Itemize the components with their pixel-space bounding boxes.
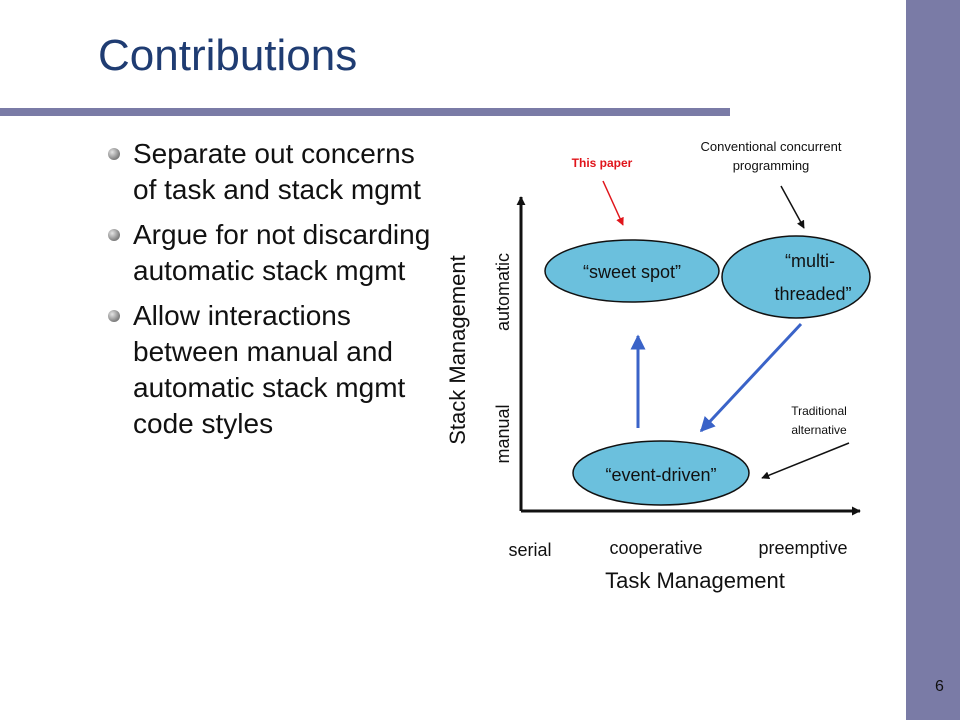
y-tick-automatic: automatic: [493, 253, 513, 331]
y-axis-title: Stack Management: [445, 255, 470, 445]
bullet-icon: [108, 148, 120, 160]
bullet-icon: [108, 229, 120, 241]
event-driven-label: “event-driven”: [605, 465, 716, 485]
multi-threaded-label-line1: “multi-: [785, 251, 835, 271]
page-number: 6: [935, 678, 944, 695]
title-underline: [0, 108, 730, 116]
traditional-label-line1: Traditional: [791, 404, 847, 418]
bullet-icon: [108, 310, 120, 322]
this-paper-label: This paper: [572, 156, 633, 170]
multi-threaded-to-event-arrow: [699, 322, 803, 433]
multi-threaded-node: [721, 235, 871, 319]
event-driven-node: [572, 440, 750, 506]
bullet-text: Separate out concerns of task and stack …: [133, 138, 421, 205]
y-tick-manual: manual: [493, 404, 513, 463]
x-tick-preemptive: preemptive: [758, 538, 847, 558]
sweet-spot-label: “sweet spot”: [583, 262, 681, 282]
conventional-label-line2: programming: [733, 158, 810, 173]
bullet-list: Separate out concerns of task and stack …: [108, 136, 438, 451]
bullet-item: Allow interactions between manual and au…: [108, 298, 438, 442]
bullet-item: Separate out concerns of task and stack …: [108, 136, 438, 208]
side-bar: [906, 0, 960, 720]
conventional-label-line1: Conventional concurrent: [701, 139, 842, 154]
x-tick-serial: serial: [508, 540, 551, 560]
bullet-text: Allow interactions between manual and au…: [133, 300, 406, 439]
traditional-label-line2: alternative: [791, 423, 847, 437]
multi-threaded-label-line2: threaded”: [774, 284, 851, 304]
x-axis-title: Task Management: [605, 568, 785, 593]
traditional-arrow: [761, 442, 850, 480]
slide-title: Contributions: [98, 31, 358, 80]
conventional-arrow: [780, 185, 805, 229]
sweet-spot-node: [544, 239, 720, 303]
bullet-item: Argue for not discarding automatic stack…: [108, 217, 438, 289]
this-paper-arrow: [602, 180, 624, 226]
x-tick-cooperative: cooperative: [609, 538, 702, 558]
bullet-text: Argue for not discarding automatic stack…: [133, 219, 431, 286]
